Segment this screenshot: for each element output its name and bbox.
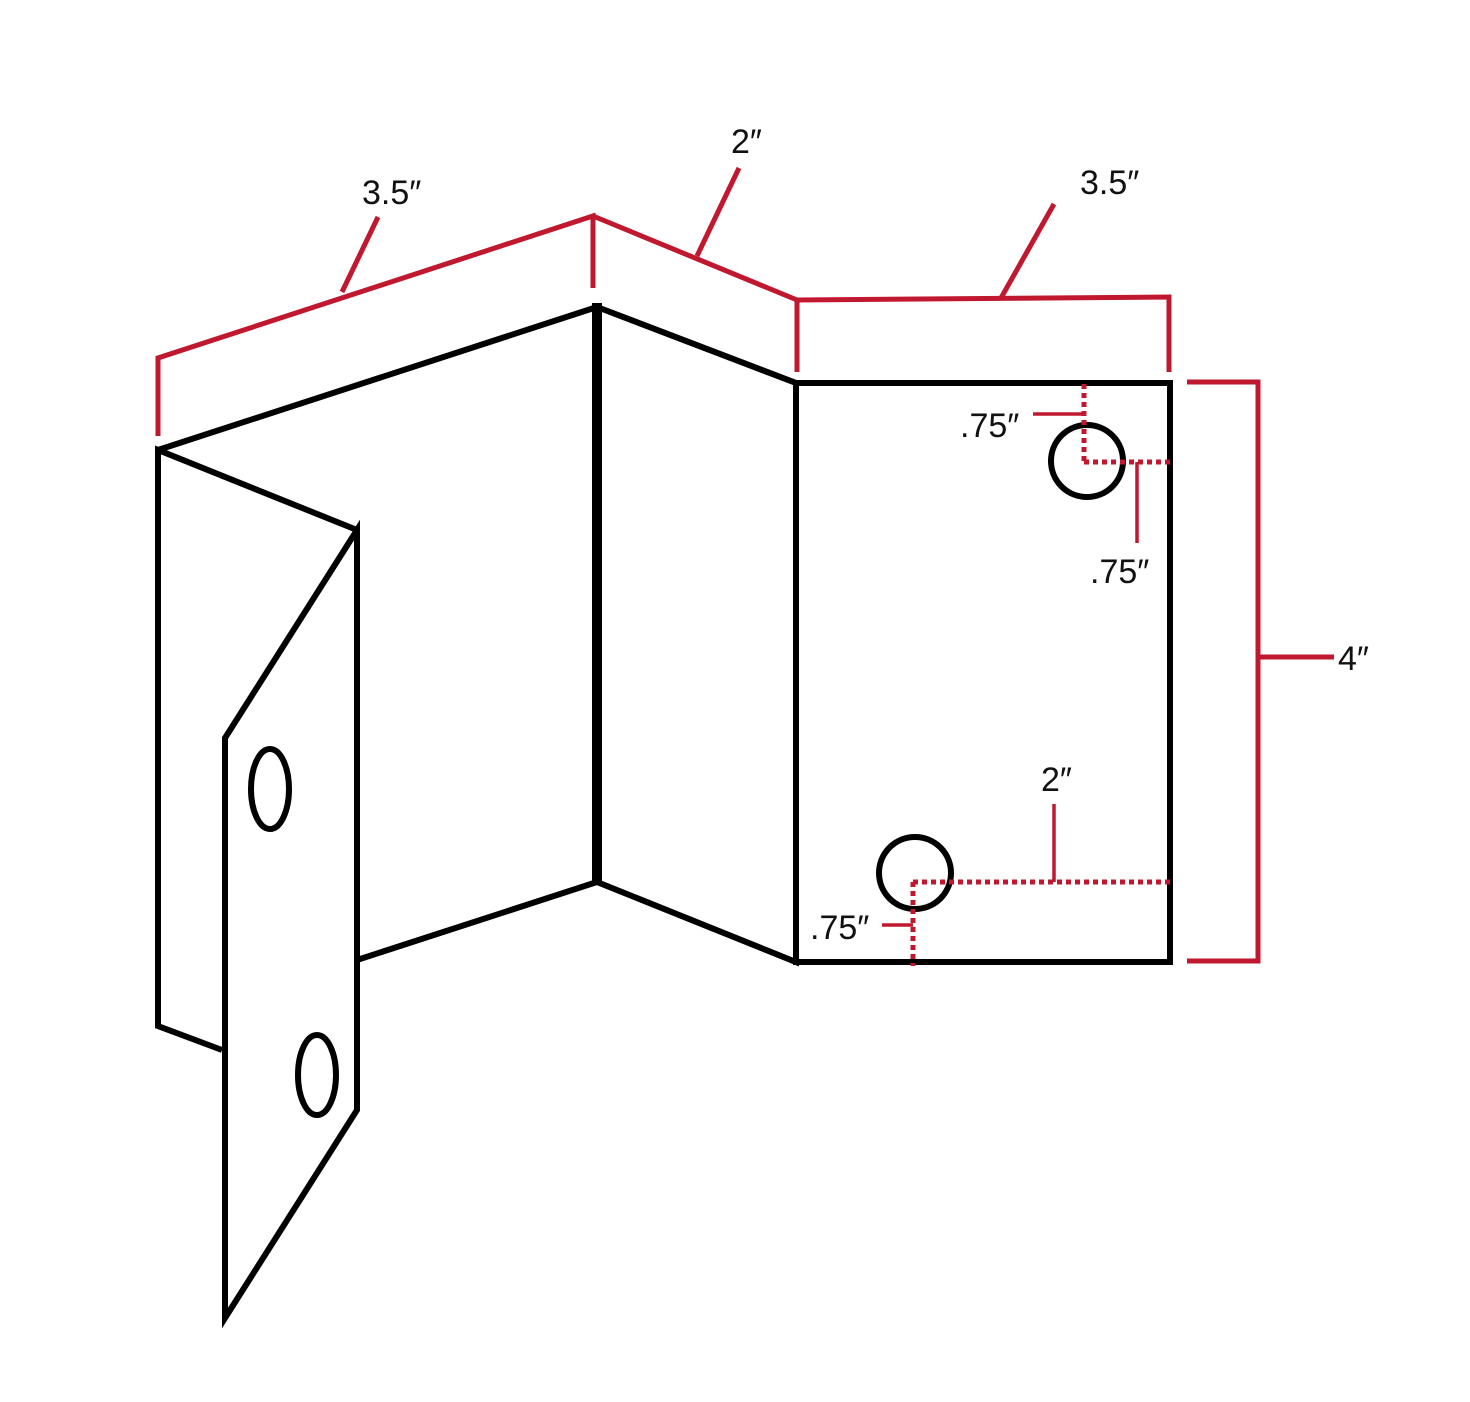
- dim-top-right-bracket: [796, 294, 1172, 372]
- middle-panel-outline: [595, 304, 799, 967]
- label-hole-bottom-from-bottom: .75″: [810, 909, 869, 947]
- dimension-lines: [155, 166, 1334, 966]
- flap-hole-upper: [248, 746, 292, 832]
- dim-top-left-leader: [339, 215, 381, 294]
- label-hole-top-from-right: .75″: [1090, 553, 1149, 591]
- label-top-right-width: 3.5″: [1080, 164, 1139, 202]
- dim-right-height-bracket: [1187, 379, 1261, 964]
- front-flap-outline: [222, 519, 360, 1329]
- label-top-middle-width: 2″: [731, 123, 762, 161]
- right-face-outline: [793, 380, 1173, 965]
- dim-top-right-leader: [998, 202, 1057, 300]
- left-panel-outline: [155, 445, 598, 1053]
- label-hole-top-from-top: .75″: [960, 407, 1019, 445]
- dimension-labels: 3.5″ 2″ 3.5″ 4″ .75″ .75″ 2″ .75″: [362, 123, 1369, 947]
- dim-top-left-bracket: [155, 212, 596, 436]
- label-top-left-width: 3.5″: [362, 174, 421, 212]
- dim-top-middle-bracket: [592, 213, 800, 372]
- face-hole-bottom-left: [876, 834, 954, 912]
- left-panel-top-edge: [157, 304, 598, 453]
- dim-top-middle-leader: [694, 166, 742, 258]
- flap-hole-lower: [295, 1032, 339, 1118]
- label-hole-bottom-from-right: 2″: [1041, 761, 1072, 799]
- bracket-outline: [155, 303, 1173, 1329]
- label-right-height: 4″: [1338, 640, 1369, 678]
